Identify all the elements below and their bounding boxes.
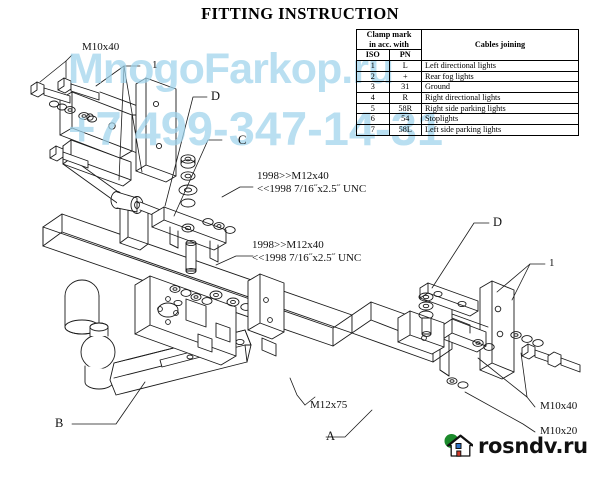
center-bolt-lower	[185, 218, 236, 275]
table-row: 4 R Right directional lights	[356, 92, 579, 104]
cell-iso: 1	[356, 60, 390, 72]
cell-cable: Left side parking lights	[421, 124, 579, 136]
header-clamp-mark-line2: in acc. with	[369, 39, 409, 49]
cell-iso: 4	[356, 92, 390, 104]
cell-pn: 31	[388, 81, 422, 94]
fastener-set-hitch	[169, 285, 252, 311]
tow-ball-assembly	[64, 279, 252, 396]
callout-b-bottom: B	[55, 416, 64, 430]
callout-bolt-note-2: 1998>>M12x40 <<1998 7/16˝x2.5˝ UNC	[252, 239, 361, 266]
fastener-set-right	[446, 331, 581, 389]
cell-cable: Left directional lights	[421, 60, 579, 72]
header-pn: PN	[388, 49, 422, 62]
header-iso: ISO	[356, 49, 390, 62]
callout-bolt-note-1: 1998>>M12x40 <<1998 7/16˝x2.5˝ UNC	[257, 170, 366, 197]
house-icon	[446, 434, 473, 457]
callout-c-mid: C	[238, 133, 247, 147]
table-row: 1 L Left directional lights	[356, 60, 579, 72]
cell-iso: 7	[356, 124, 390, 136]
logo-text: rosndv.ru	[478, 433, 588, 458]
callout-m10x40-right: M10x40	[540, 400, 578, 412]
cell-pn: 58R	[388, 102, 422, 115]
bolt-note-2-line2: <<1998 7/16˝x2.5˝ UNC	[252, 252, 362, 265]
crossbeam-right-section	[351, 301, 453, 363]
cell-iso: 5	[356, 102, 390, 115]
table-row: 7 58L Left side parking lights	[356, 124, 579, 136]
hitch-right-plate	[247, 273, 285, 357]
right-lower-box	[397, 310, 445, 355]
callout-m10x40-top: M10x40	[82, 41, 120, 53]
hitch-mounting-plate	[134, 275, 237, 366]
left-mounting-bracket	[62, 139, 149, 251]
bolt-note-1-line2: <<1998 7/16˝x2.5˝ UNC	[257, 183, 367, 196]
bolt-note-2-line1: 1998>>M12x40	[252, 239, 324, 251]
page-title: FITTING INSTRUCTION	[201, 4, 399, 23]
callout-a-bottom: A	[326, 429, 336, 443]
cell-pn: +	[388, 70, 422, 83]
cell-cable: Rear fog lights	[421, 70, 579, 83]
center-pin-assembly	[110, 191, 189, 229]
table-row: 6 54 Stoplights	[356, 113, 579, 126]
table-body: 1 L Left directional lights 2 + Rear fog…	[356, 60, 579, 136]
cell-pn: L	[388, 60, 422, 72]
table-header-row: Clamp mark in acc. with Cables joining	[356, 28, 579, 62]
callout-m12x75: M12x75	[310, 399, 348, 411]
cell-iso: 2	[356, 70, 390, 83]
header-clamp-mark-line1: Clamp mark	[366, 30, 412, 39]
callout-d-top: D	[211, 89, 221, 103]
watermark-site: MnogoFarkop.ru	[68, 45, 394, 93]
bolt-note-1-line1: 1998>>M12x40	[257, 170, 329, 182]
cell-pn: 58L	[388, 124, 422, 136]
cell-cable: Right side parking lights	[421, 102, 579, 115]
cell-cable: Right directional lights	[421, 92, 579, 104]
callout-1-top: 1	[152, 59, 158, 71]
cell-cable: Stoplights	[421, 113, 579, 126]
washer-stack-center	[178, 154, 198, 208]
header-clamp-mark: Clamp mark in acc. with	[356, 28, 422, 51]
site-logo[interactable]: rosndv.ru	[443, 432, 588, 459]
table-row: 2 + Rear fog lights	[356, 70, 579, 83]
logo-mark	[444, 434, 473, 457]
cell-pn: R	[388, 92, 422, 104]
callout-d-right: D	[493, 215, 503, 229]
table-row: 5 58R Right side parking lights	[356, 102, 579, 115]
cell-cable: Ground	[421, 81, 579, 94]
cell-pn: 54	[388, 113, 422, 126]
table-row: 3 31 Ground	[356, 81, 579, 94]
right-mounting-bracket	[419, 280, 515, 380]
washer-stack-right	[418, 292, 434, 337]
cable-connection-table: Clamp mark in acc. with Cables joining I…	[356, 28, 579, 136]
center-mount-plate	[151, 206, 227, 263]
cell-iso: 3	[356, 81, 390, 94]
main-crossbeam	[42, 213, 353, 347]
header-cables-joining: Cables joining	[421, 28, 579, 62]
callout-1-right: 1	[549, 257, 555, 269]
callout-m10x20-right: M10x20	[540, 425, 578, 437]
cell-iso: 6	[356, 113, 390, 126]
